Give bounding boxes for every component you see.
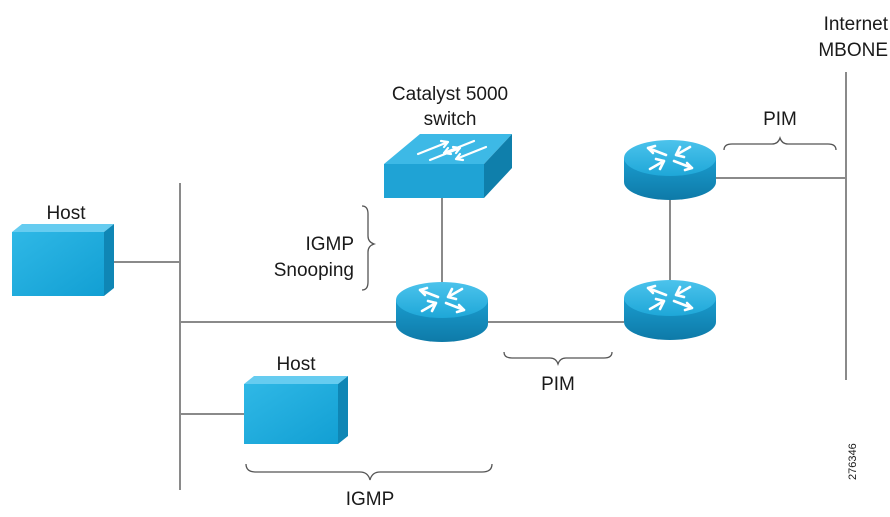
internet-label: Internet: [824, 14, 889, 35]
pim-bottom-brace: [503, 351, 613, 367]
igmp-bottom-brace: [245, 463, 493, 481]
igmp-bottom-label: IGMP: [346, 489, 395, 510]
figure-id-label: 276346: [847, 443, 859, 480]
pim-top-brace: [723, 135, 837, 151]
router-icon: [396, 282, 488, 342]
left-host-label: Host: [46, 203, 86, 224]
mbone-label: MBONE: [818, 40, 888, 61]
host-icon: [244, 376, 348, 444]
pim-bottom-label: PIM: [541, 374, 575, 395]
igmp-snooping-label-line2: Snooping: [274, 260, 354, 281]
bottom-host-label: Host: [276, 354, 316, 375]
igmp-snooping-brace: [361, 205, 377, 291]
igmp-snooping-label-line1: IGMP: [305, 234, 354, 255]
router-icon: [624, 140, 716, 200]
switch-icon: [384, 134, 512, 198]
switch-name-label: Catalyst 5000: [392, 84, 508, 105]
connection-lines: [112, 72, 847, 490]
host-icon: [12, 224, 114, 296]
switch-type-label: switch: [424, 109, 477, 130]
router-icon: [624, 280, 716, 340]
pim-top-label: PIM: [763, 109, 797, 130]
